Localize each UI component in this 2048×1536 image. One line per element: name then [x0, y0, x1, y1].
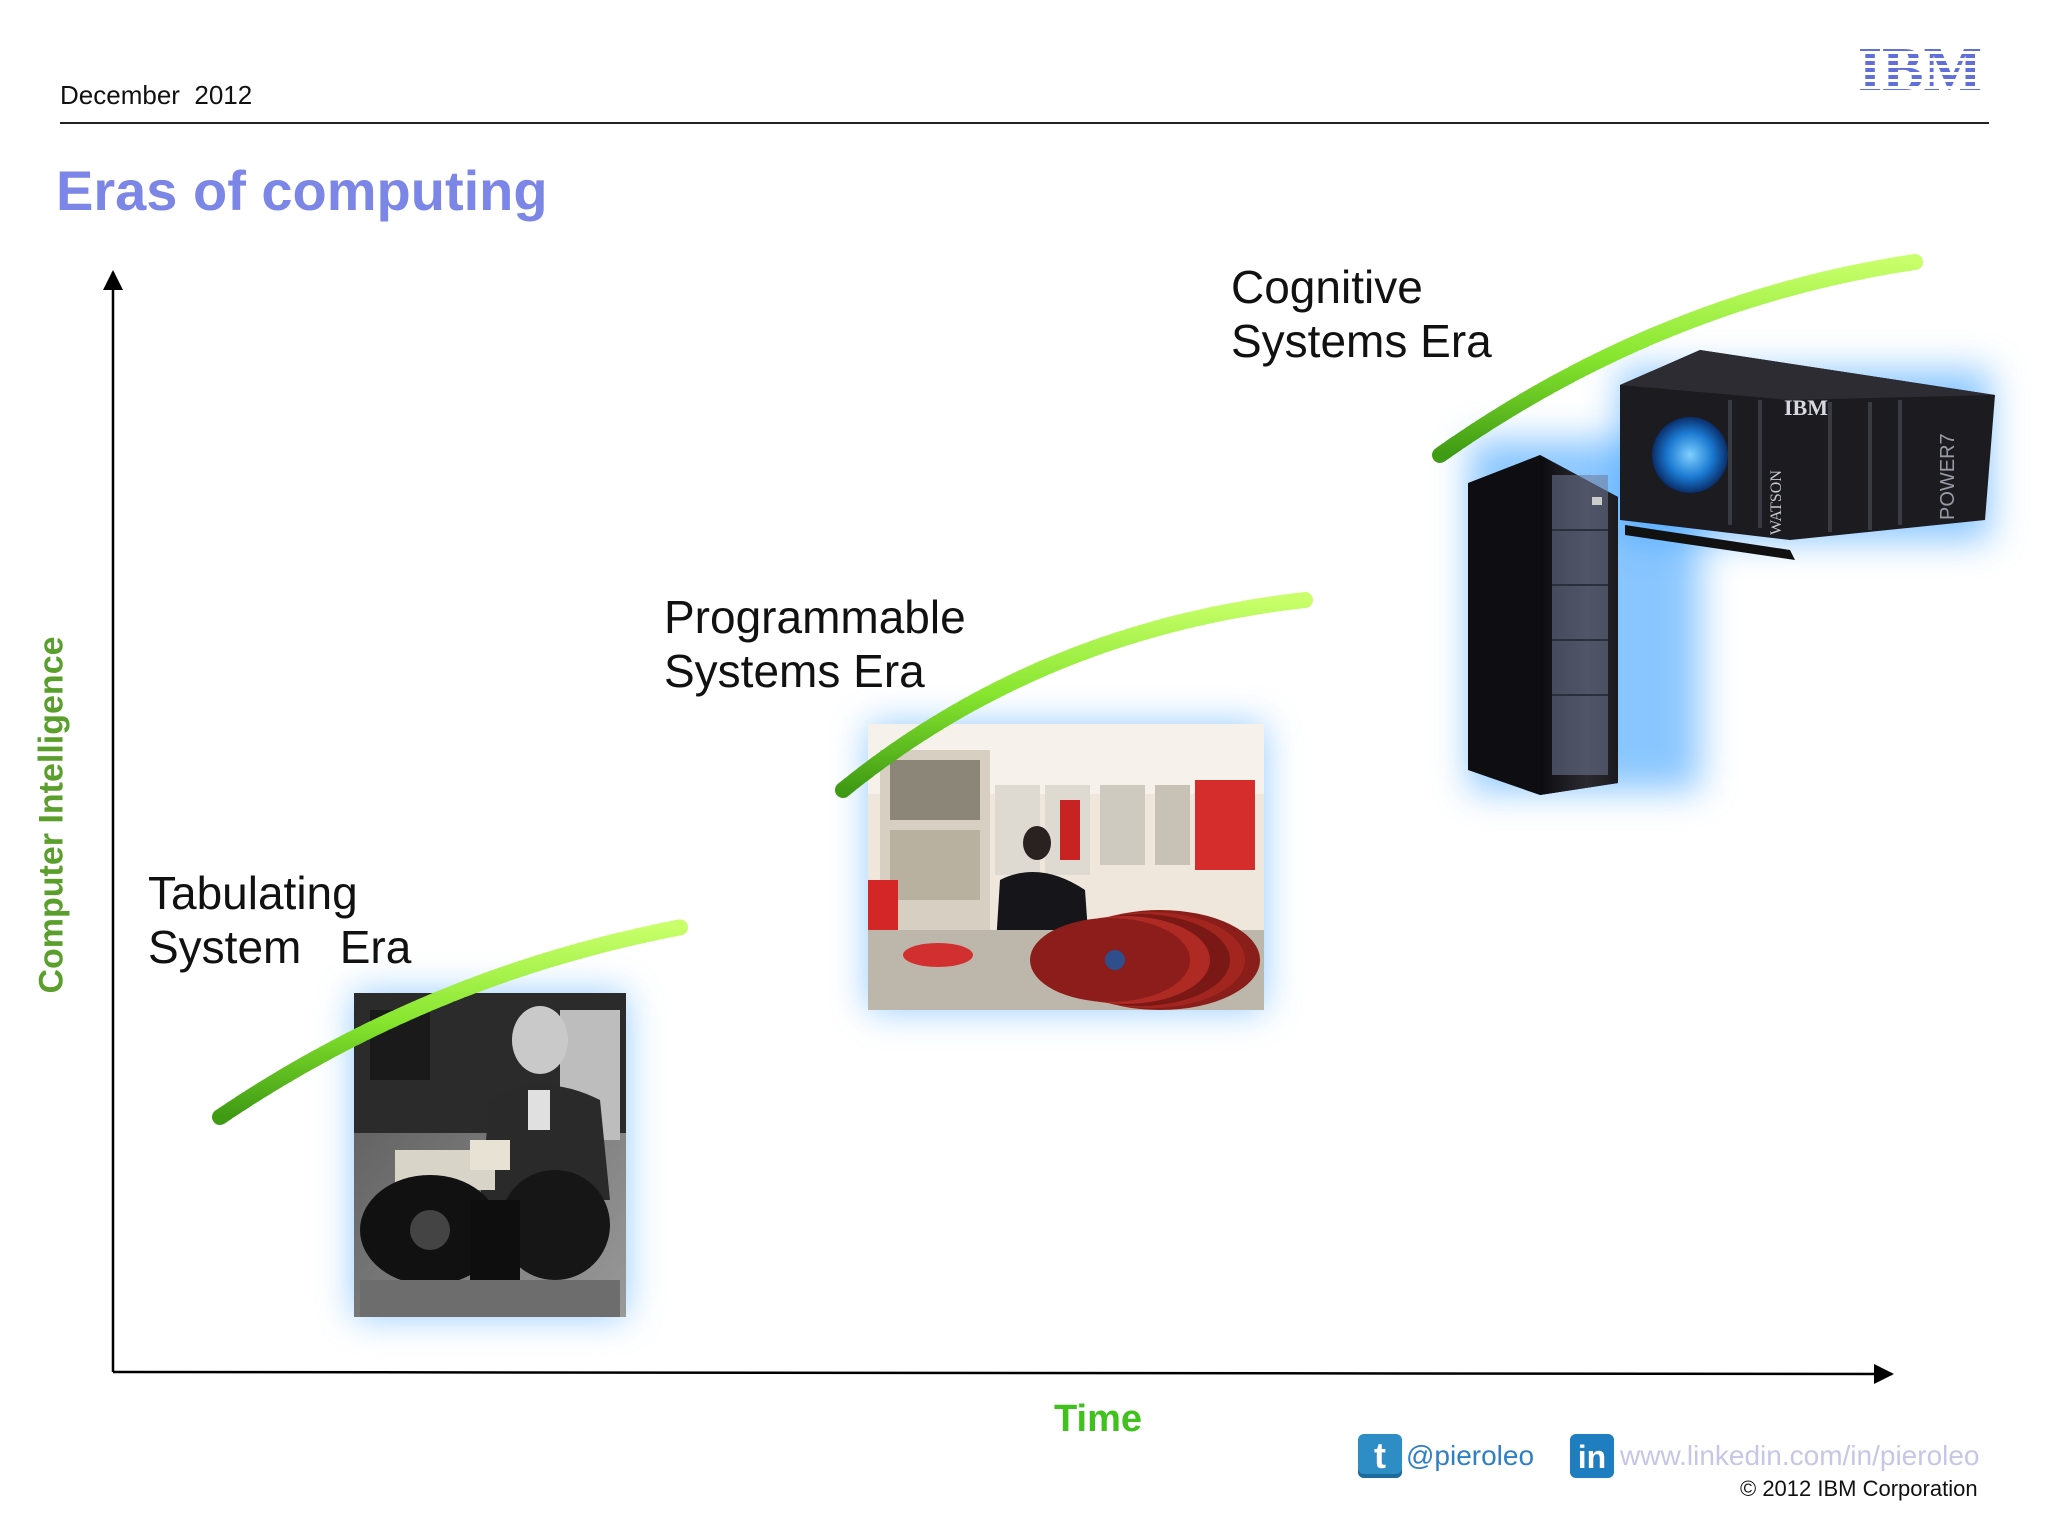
twitter-icon: t: [1358, 1434, 1402, 1478]
linkedin-icon: in: [1570, 1434, 1614, 1478]
svg-text:IBM: IBM: [1784, 395, 1828, 420]
cognitive-growth-curve: [1432, 254, 1923, 463]
twitter-handle: @pieroleo: [1406, 1440, 1535, 1471]
svg-text:IBM: IBM: [1858, 40, 1982, 96]
x-axis: [112, 1363, 1894, 1384]
programmable-era-photo: [868, 724, 1264, 1010]
programmable-growth-curve: [835, 592, 1313, 798]
cognitive-era-servers: IBM WATSON POWER7: [1468, 350, 1995, 795]
tabulating-era-photo: [354, 993, 626, 1317]
era-label-programmable: Programmable Systems Era: [664, 591, 966, 697]
date-label: December 2012: [60, 80, 253, 110]
svg-text:POWER7: POWER7: [1937, 433, 1959, 520]
twitter-link[interactable]: t @pieroleo: [1358, 1434, 1534, 1478]
linkedin-link[interactable]: in www.linkedin.com/in/pieroleo: [1570, 1434, 1980, 1478]
ibm-logo: IBM: [1858, 40, 1982, 96]
linkedin-url: www.linkedin.com/in/pieroleo: [1620, 1440, 1980, 1471]
slide-title: Eras of computing: [56, 159, 548, 222]
watson-avatar: [1652, 417, 1728, 493]
svg-text:WATSON: WATSON: [1768, 470, 1785, 535]
copyright: © 2012 IBM Corporation: [1740, 1476, 1978, 1501]
tabulating-growth-curve: [212, 919, 690, 1125]
era-label-tabulating: Tabulating System Era: [148, 867, 412, 973]
y-axis-label: Computer Intelligence: [32, 636, 71, 994]
header-divider: [60, 122, 1989, 124]
era-label-cognitive: Cognitive Systems Era: [1231, 261, 1492, 367]
x-axis-label: Time: [1054, 1398, 1143, 1440]
